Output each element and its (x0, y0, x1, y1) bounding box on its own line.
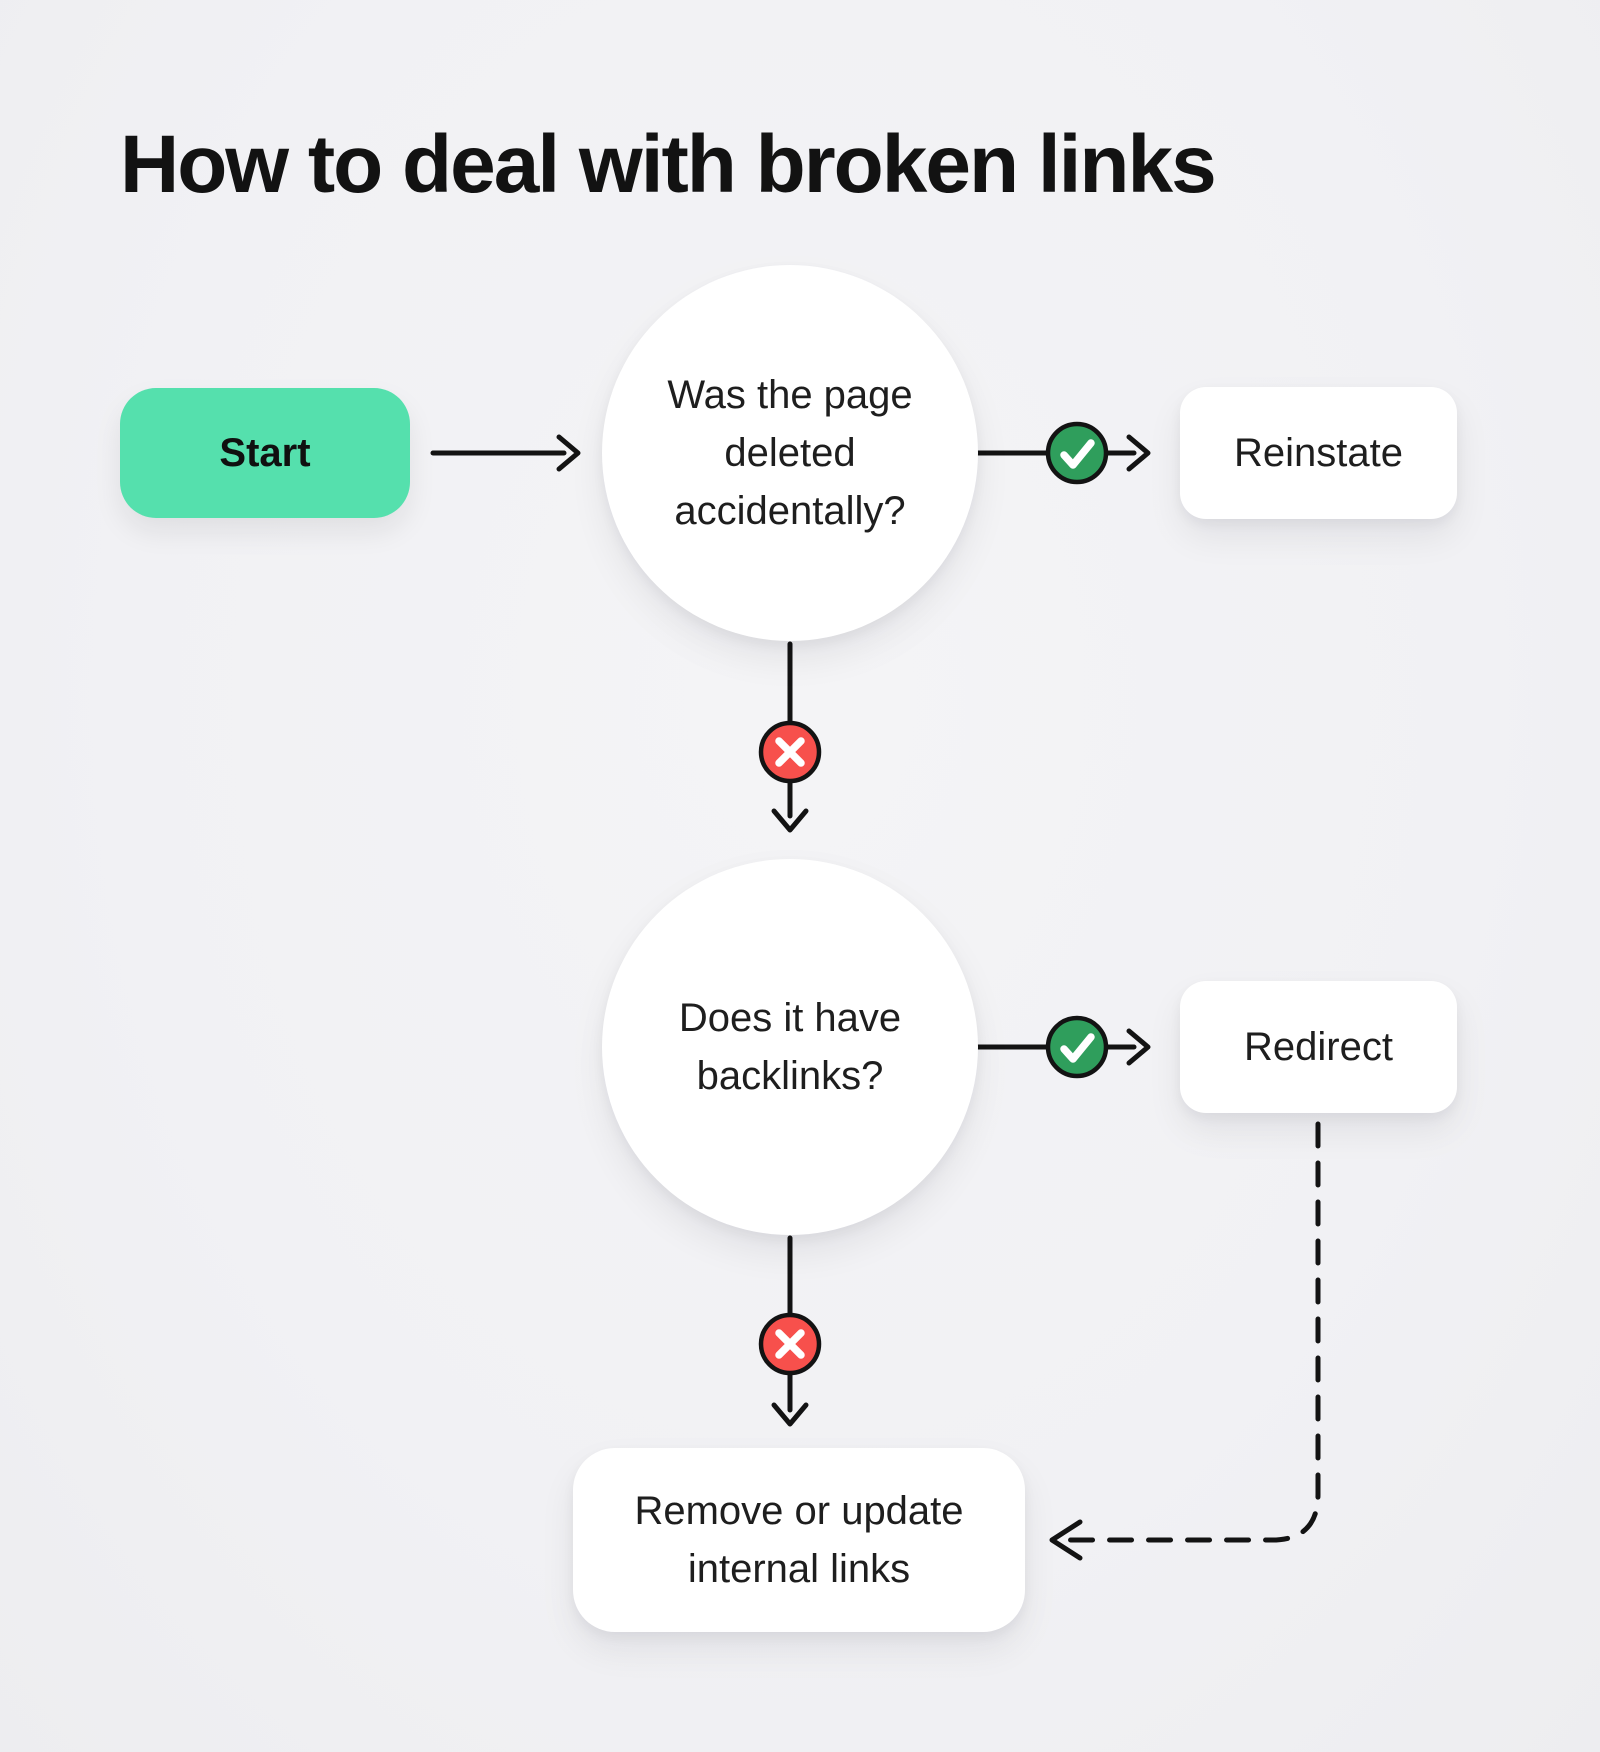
arrow-start-to-question1 (430, 434, 581, 472)
decision-node-backlinks: Does it have backlinks? (602, 859, 978, 1235)
decision-node-label: Does it have backlinks? (678, 996, 902, 1098)
action-node-reinstate: Reinstate (1180, 387, 1457, 519)
decision-node-page-deleted: Was the page deleted accidentally? (602, 265, 978, 641)
start-node: Start (120, 388, 410, 518)
action-node-label: Redirect (1244, 1025, 1393, 1069)
decision-node-label: Was the page deleted accidentally? (667, 373, 913, 533)
action-node-label: Reinstate (1234, 431, 1403, 475)
start-node-label: Start (219, 431, 311, 475)
page-title: How to deal with broken links (120, 119, 1217, 210)
action-node-remove-internal-links: Remove or update internal links (573, 1448, 1025, 1632)
action-node-redirect: Redirect (1180, 981, 1457, 1113)
yes-check-icon (1045, 421, 1109, 485)
no-cross-icon (758, 1312, 822, 1376)
dashed-arrow-redirect-to-remove (1049, 1121, 1321, 1561)
no-cross-icon (758, 720, 822, 784)
yes-check-icon (1045, 1015, 1109, 1079)
action-node-label: Remove or update internal links (634, 1489, 964, 1591)
